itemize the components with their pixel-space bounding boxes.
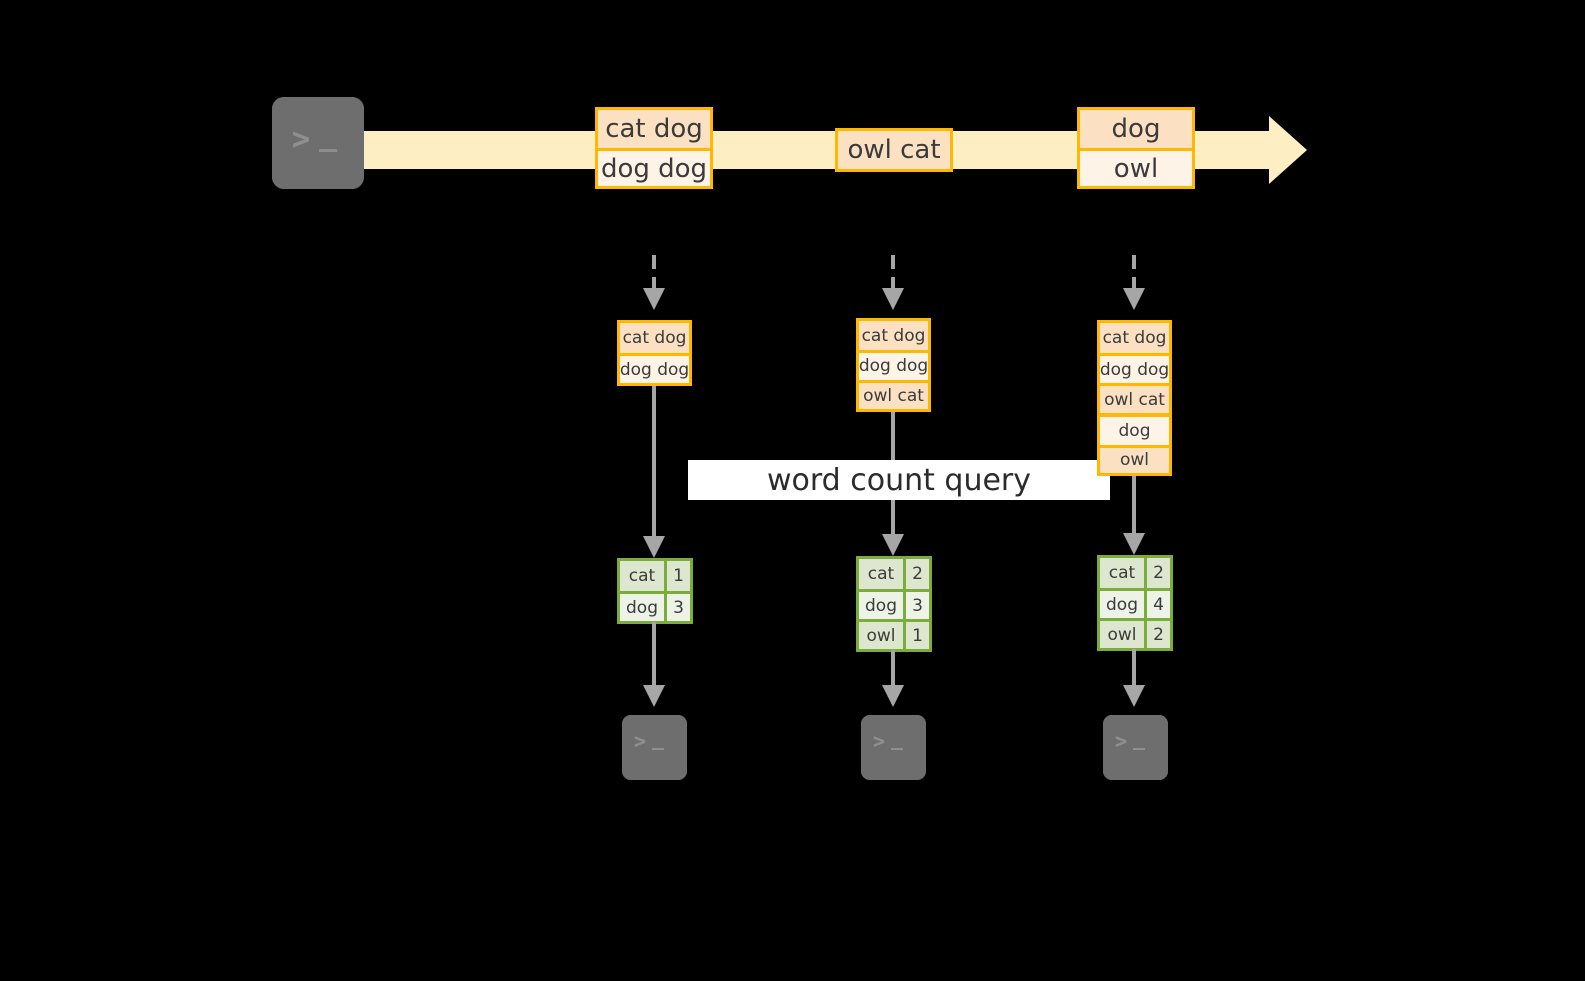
result-word: cat bbox=[859, 559, 903, 589]
input-row: cat dog bbox=[859, 321, 928, 351]
terminal-screen: > _ bbox=[272, 97, 364, 189]
terminal-screen: > _ bbox=[861, 715, 926, 780]
input-row: cat dog bbox=[620, 323, 689, 353]
terminal-cursor-glyph: _ bbox=[319, 118, 339, 153]
message-line: dog bbox=[1080, 110, 1192, 148]
table-row: dog 3 bbox=[859, 589, 929, 619]
result-word: owl bbox=[1100, 621, 1144, 648]
stage-3-sink-terminal-icon: > _ bbox=[1094, 706, 1177, 789]
table-row: owl 1 bbox=[859, 619, 929, 649]
input-row: dog dog bbox=[620, 353, 689, 383]
terminal-prompt-glyph: > bbox=[634, 729, 648, 753]
terminal-prompt-glyph: > bbox=[292, 122, 312, 157]
stage-3-result-table: cat 2 dog 4 owl 2 bbox=[1097, 555, 1173, 651]
result-count: 2 bbox=[1144, 621, 1170, 648]
message-line: owl bbox=[1080, 148, 1192, 186]
stage-3-sink-arrowhead bbox=[1123, 685, 1145, 707]
stage-1-sink-terminal-icon: > _ bbox=[613, 706, 696, 789]
stage-2-query-arrowhead bbox=[882, 534, 904, 556]
result-count: 1 bbox=[903, 622, 929, 649]
stage-2-result-table: cat 2 dog 3 owl 1 bbox=[856, 556, 932, 652]
terminal-prompt-glyph: > bbox=[1115, 729, 1129, 753]
stage-1-dashed-arrowhead bbox=[643, 288, 665, 310]
stage-2-dashed-arrowhead bbox=[882, 288, 904, 310]
stage-1-input-table: cat dog dog dog bbox=[617, 320, 692, 386]
stage-2-dashed-connector bbox=[891, 255, 895, 291]
input-row: owl bbox=[1100, 444, 1169, 473]
terminal-prompt-glyph: > bbox=[873, 729, 887, 753]
table-row: cat 1 bbox=[620, 561, 690, 591]
result-count: 2 bbox=[903, 559, 929, 589]
stage-3-dashed-arrowhead bbox=[1123, 288, 1145, 310]
stage-1-dashed-connector bbox=[652, 255, 656, 291]
table-row: owl 2 bbox=[1100, 618, 1170, 648]
terminal-cursor-glyph: _ bbox=[891, 726, 905, 750]
result-count: 4 bbox=[1144, 591, 1170, 618]
input-row: owl cat bbox=[1100, 383, 1169, 413]
result-word: dog bbox=[1100, 591, 1144, 618]
stage-3-query-connector bbox=[1132, 476, 1136, 538]
stream-message-3: dog owl bbox=[1077, 107, 1195, 189]
result-word: owl bbox=[859, 622, 903, 649]
input-row: dog dog bbox=[1100, 353, 1169, 383]
stream-arrow-head bbox=[1269, 116, 1307, 184]
table-row: cat 2 bbox=[859, 559, 929, 589]
table-row: dog 3 bbox=[620, 591, 690, 621]
result-count: 3 bbox=[903, 592, 929, 619]
stage-1-sink-arrowhead bbox=[643, 685, 665, 707]
stage-1-query-connector bbox=[652, 386, 656, 541]
table-row: cat 2 bbox=[1100, 558, 1170, 588]
stream-message-2: owl cat bbox=[835, 128, 953, 172]
query-label: word count query bbox=[766, 462, 1032, 498]
table-row: dog 4 bbox=[1100, 588, 1170, 618]
result-count: 2 bbox=[1144, 558, 1170, 588]
message-line: dog dog bbox=[598, 148, 710, 186]
stage-3-dashed-connector bbox=[1132, 255, 1136, 291]
input-row: dog dog bbox=[859, 350, 928, 380]
stream-message-1: cat dog dog dog bbox=[595, 107, 713, 189]
result-count: 3 bbox=[664, 594, 690, 621]
terminal-cursor-glyph: _ bbox=[652, 726, 666, 750]
terminal-screen: > _ bbox=[1103, 715, 1168, 780]
result-word: dog bbox=[859, 592, 903, 619]
stage-2-sink-terminal-icon: > _ bbox=[852, 706, 935, 789]
terminal-cursor-glyph: _ bbox=[1133, 726, 1147, 750]
stage-3-sink-connector bbox=[1132, 649, 1136, 688]
stage-2-sink-arrowhead bbox=[882, 685, 904, 707]
stage-2-input-table: cat dog dog dog owl cat bbox=[856, 318, 931, 412]
stage-1-sink-connector bbox=[652, 622, 656, 688]
input-row: owl cat bbox=[859, 379, 928, 409]
stage-1-result-table: cat 1 dog 3 bbox=[617, 558, 693, 624]
stage-1-query-arrowhead bbox=[643, 536, 665, 558]
stage-2-sink-connector bbox=[891, 650, 895, 688]
message-line: cat dog bbox=[598, 110, 710, 148]
input-row: cat dog bbox=[1100, 323, 1169, 353]
result-word: cat bbox=[1100, 558, 1144, 588]
terminal-screen: > _ bbox=[622, 715, 687, 780]
message-line: owl cat bbox=[838, 131, 950, 169]
source-terminal-icon: > _ bbox=[263, 88, 373, 198]
result-word: dog bbox=[620, 594, 664, 621]
result-count: 1 bbox=[664, 561, 690, 591]
stage-3-query-arrowhead bbox=[1123, 533, 1145, 555]
query-band: word count query bbox=[688, 460, 1110, 500]
input-row: dog bbox=[1100, 417, 1169, 445]
result-word: cat bbox=[620, 561, 664, 591]
stage-3-input-table-overlay: dog owl bbox=[1097, 414, 1172, 476]
